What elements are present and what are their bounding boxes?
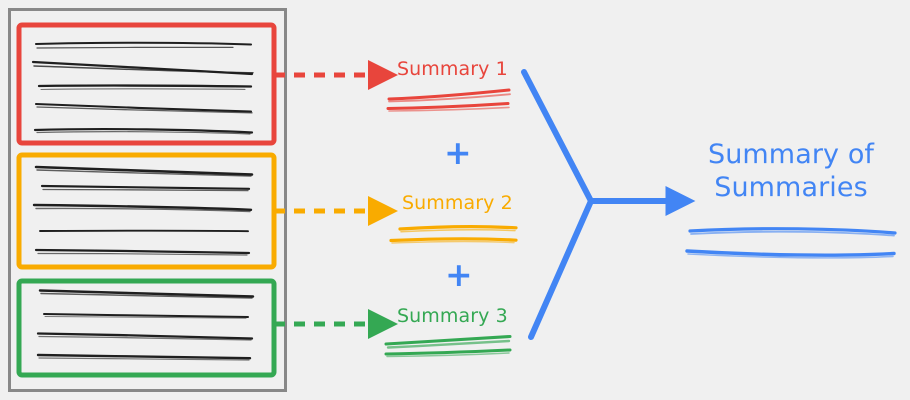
summary-1-label: Summary 1	[397, 58, 508, 80]
final-output-squiggles	[685, 227, 897, 259]
chunk-1-group[interactable]	[16, 22, 398, 146]
chunk-3-group[interactable]	[16, 278, 398, 378]
plus-operator-1: +	[444, 133, 472, 172]
chunk-2-text-lines	[32, 165, 254, 256]
chunk-2-group[interactable]	[16, 152, 398, 270]
summary-2-squiggles	[389, 225, 518, 244]
final-output-label-line-2: Summaries	[714, 171, 868, 203]
source-document-frame	[8, 8, 287, 392]
merge-arrow-shape	[521, 69, 594, 340]
summary-3-squiggles	[384, 335, 512, 358]
summary-1-squiggles	[386, 88, 511, 112]
plus-operator-2: +	[445, 255, 473, 294]
summary-2-label: Summary 2	[402, 192, 513, 214]
chunk-3-box[interactable]	[16, 278, 277, 378]
final-output-label: Summary of Summaries	[676, 139, 906, 205]
final-output-label-line-1: Summary of	[707, 139, 875, 170]
summary-3-label: Summary 3	[397, 305, 508, 327]
chunk-3-text-lines	[36, 289, 255, 361]
chunk-1-box[interactable]	[16, 22, 277, 146]
chunk-1-text-lines	[31, 41, 254, 135]
